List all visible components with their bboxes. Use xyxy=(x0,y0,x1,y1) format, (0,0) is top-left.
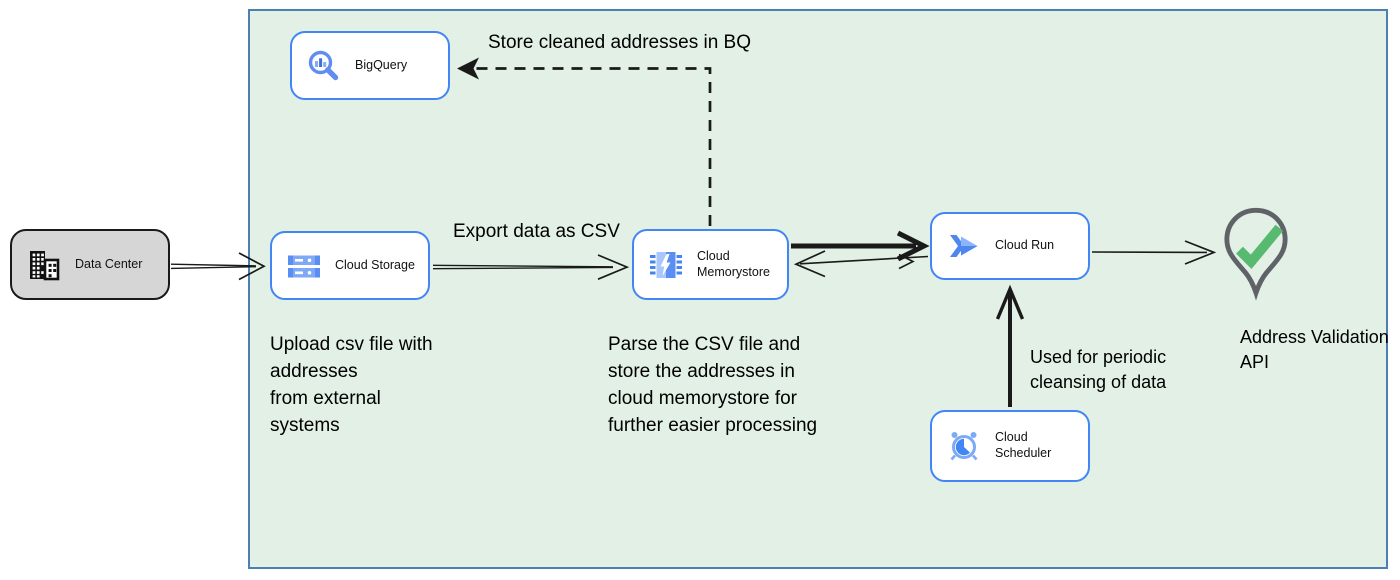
node-cloud-scheduler[interactable]: Cloud Scheduler xyxy=(930,410,1090,482)
node-data-center[interactable]: Data Center xyxy=(10,229,170,300)
node-label: BigQuery xyxy=(355,57,408,72)
annotation-upload-note: Upload csv file with addresses from exte… xyxy=(270,334,433,436)
edge-label-export-csv: Export data as CSV xyxy=(453,221,620,242)
cloud-run-icon xyxy=(950,235,978,257)
building-icon xyxy=(30,250,60,280)
node-bigquery[interactable]: BigQuery xyxy=(290,31,450,100)
memorystore-chip-icon xyxy=(650,251,682,278)
annotation-parse-note: Parse the CSV file and store the address… xyxy=(608,334,818,436)
node-label: Cloud Memorystore xyxy=(697,248,770,279)
node-label: Cloud Scheduler xyxy=(995,430,1052,460)
scheduler-clock-icon xyxy=(950,432,978,461)
gcp-boundary-box xyxy=(248,9,1388,569)
bigquery-icon xyxy=(308,50,339,80)
cloud-storage-icon xyxy=(288,255,320,277)
node-cloud-memorystore[interactable]: Cloud Memorystore xyxy=(632,229,789,300)
node-cloud-storage[interactable]: Cloud Storage xyxy=(270,231,430,300)
node-label: Cloud Run xyxy=(995,238,1055,253)
node-label: Data Center xyxy=(75,256,143,271)
map-pin-checkmark-icon[interactable] xyxy=(1222,206,1290,304)
edge-label-periodic-cleansing: Used for periodic cleansing of data xyxy=(1030,347,1167,392)
node-label: Cloud Storage xyxy=(335,257,415,272)
node-cloud-run[interactable]: Cloud Run xyxy=(930,212,1090,280)
address-validation-api-label: Address Validation API xyxy=(1240,327,1389,372)
edge-label-store-cleaned: Store cleaned addresses in BQ xyxy=(488,32,751,53)
